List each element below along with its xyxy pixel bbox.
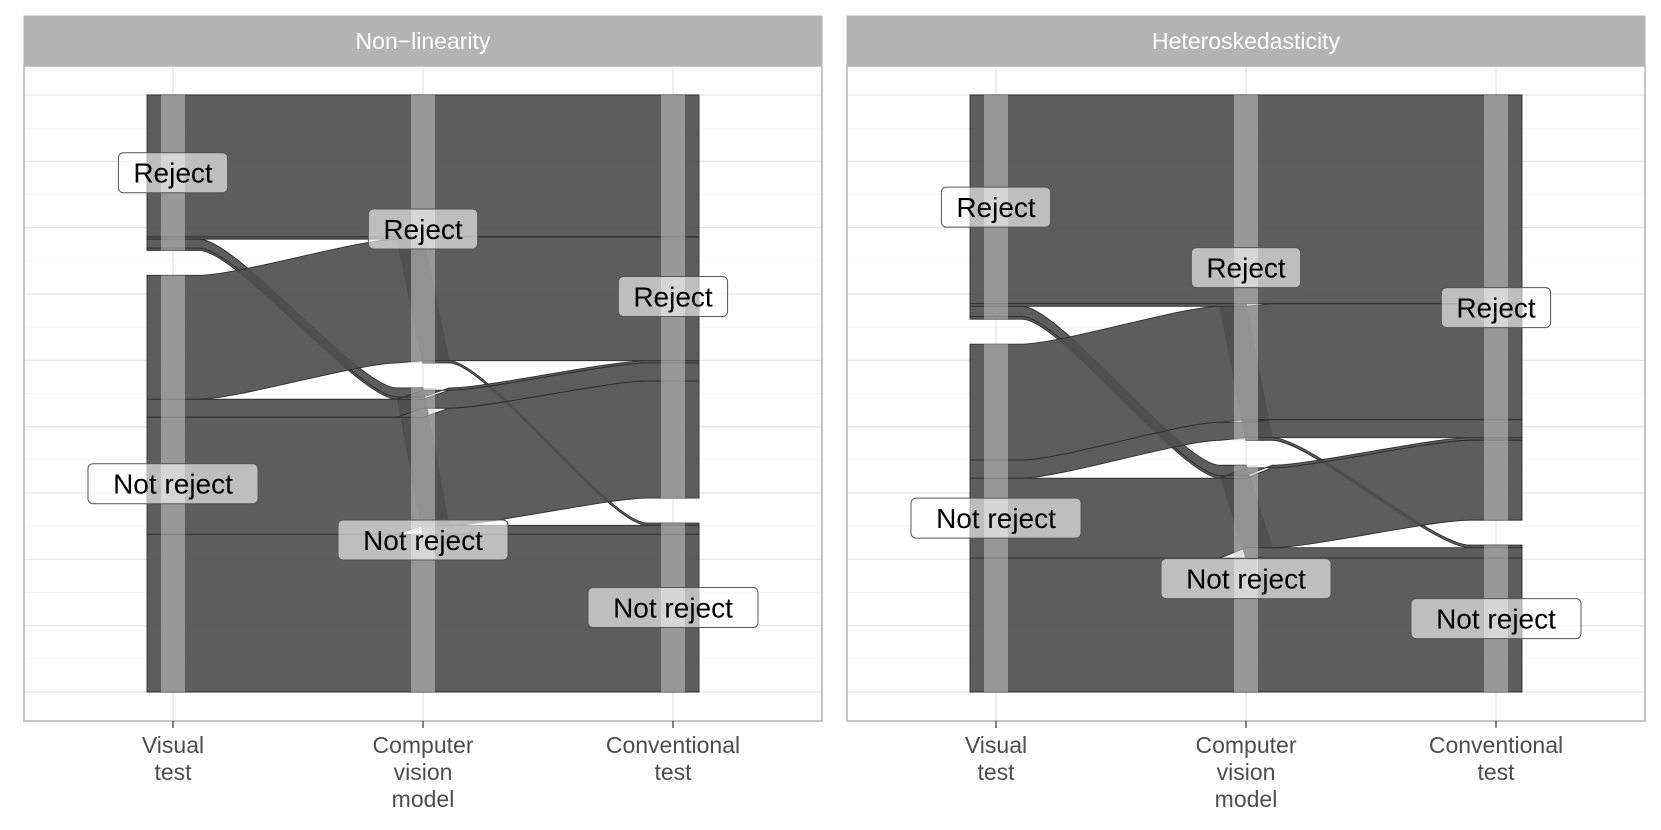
stratum-label-text: Not reject: [1436, 604, 1556, 635]
label-box: [587, 587, 759, 629]
label-box: [910, 497, 1082, 539]
facet-title: Heteroskedasticity: [1152, 28, 1340, 54]
alluvium-flow: [969, 419, 1523, 479]
stratum-label-text: Not reject: [363, 525, 483, 556]
stratum-label: Not reject: [337, 519, 509, 561]
label-box: [367, 208, 479, 250]
label-box: [1410, 598, 1582, 640]
label-box: [1160, 558, 1332, 600]
stratum-label: Reject: [367, 208, 479, 250]
stratum-label-text: Not reject: [936, 503, 1056, 534]
stratum-label-text: Not reject: [113, 469, 233, 500]
label-box: [87, 463, 259, 505]
facet-strip: [23, 15, 823, 67]
stratum-label-text: Reject: [383, 214, 463, 245]
stratum-label-text: Reject: [956, 192, 1036, 223]
stratum-label: Not reject: [1160, 558, 1332, 600]
stratum-label: Reject: [117, 152, 229, 194]
stratum-label-text: Not reject: [613, 593, 733, 624]
stratum-label-text: Reject: [133, 158, 213, 189]
stratum-label: Not reject: [1410, 598, 1582, 640]
label-box: [337, 519, 509, 561]
stratum-label: Reject: [617, 276, 729, 318]
stratum-label: Reject: [1440, 287, 1552, 329]
label-box: [617, 276, 729, 318]
stratum-label: Reject: [1190, 247, 1302, 289]
stratum-label-text: Reject: [633, 282, 713, 313]
facet-title: Non−linearity: [356, 28, 491, 54]
stratum-label-text: Not reject: [1186, 564, 1306, 595]
label-box: [1440, 287, 1552, 329]
stratum-label: Not reject: [587, 587, 759, 629]
stratum-label-text: Reject: [1456, 293, 1536, 324]
stratum-label: Not reject: [910, 497, 1082, 539]
alluvia: [146, 94, 700, 693]
label-box: [117, 152, 229, 194]
label-box: [940, 186, 1052, 228]
stratum-label: Not reject: [87, 463, 259, 505]
facet-strip: [846, 15, 1646, 67]
stratum-label: Reject: [940, 186, 1052, 228]
stratum-label-text: Reject: [1206, 253, 1286, 284]
label-box: [1190, 247, 1302, 289]
